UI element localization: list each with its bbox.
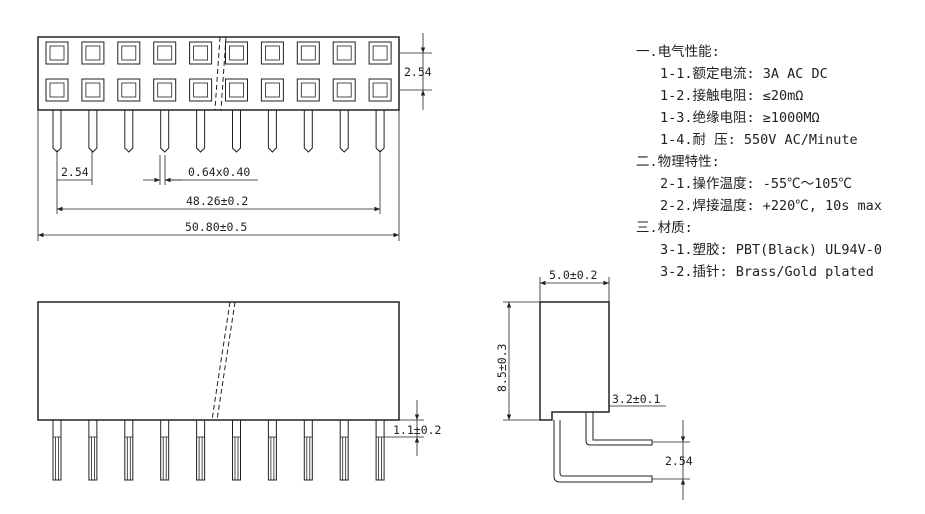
dim-tail-pitch-label: 2.54 <box>665 454 693 468</box>
top-view-body <box>37 36 400 111</box>
contact-cell <box>368 41 392 65</box>
contact-cell <box>117 78 141 102</box>
contact-cell <box>153 41 177 65</box>
dim-pin-stub: 3.2±0.1 <box>609 392 666 407</box>
contact-cell <box>189 41 213 65</box>
pin <box>232 110 241 153</box>
pin <box>52 419 62 481</box>
dim-width-label: 5.0±0.2 <box>549 268 597 282</box>
dim-total-length: 50.80±0.5 <box>37 110 400 241</box>
dim-tail-pitch: 2.54 <box>652 420 693 500</box>
spec-line: 1-1.额定电流: 3A AC DC <box>660 66 828 82</box>
contact-cell <box>81 78 105 102</box>
spec-line: 3-2.插针: Brass/Gold plated <box>660 264 874 280</box>
spec-line: 1-3.绝缘电阻: ≥1000MΩ <box>660 110 820 126</box>
dim-pin-stub-label: 3.2±0.1 <box>612 392 661 406</box>
spec-list: 一.电气性能: 1-1.额定电流: 3A AC DC 1-2.接触电阻: ≤20… <box>636 44 882 280</box>
pin <box>232 419 241 481</box>
dim-height: 8.5±0.3 <box>495 301 540 421</box>
pin <box>339 419 349 481</box>
front-view <box>37 301 400 481</box>
pin <box>52 110 62 153</box>
dim-pin-span: 48.26±0.2 <box>56 150 381 214</box>
contact-cell <box>296 41 320 65</box>
contact-cell <box>189 78 213 102</box>
dim-pin-pitch-label: 2.54 <box>61 165 89 179</box>
front-view-body <box>37 301 400 421</box>
contact-cell <box>225 41 248 65</box>
top-view <box>37 36 400 153</box>
pin <box>160 110 170 153</box>
dim-row-pitch: 2.54 <box>399 33 432 110</box>
pin <box>160 419 170 481</box>
pin <box>339 110 349 153</box>
pin <box>375 110 385 153</box>
contact-cell <box>117 41 141 65</box>
dim-tail-length: 1.1±0.2 <box>384 400 441 456</box>
dim-tail-length-label: 1.1±0.2 <box>393 423 441 437</box>
pin <box>303 110 313 153</box>
dim-total-length-label: 50.80±0.5 <box>185 220 247 234</box>
pin <box>267 419 277 481</box>
spec-line: 2-2.焊接温度: +220℃, 10s max <box>660 197 882 214</box>
pin <box>124 419 134 481</box>
pin <box>196 419 206 481</box>
contact-cell <box>368 78 392 102</box>
spec-line: 三.材质: <box>636 220 693 236</box>
contact-cell <box>260 78 284 102</box>
top-view-pins <box>52 110 385 153</box>
dim-pin-size: 0.64x0.40 <box>143 155 258 185</box>
pin <box>88 419 98 481</box>
contact-cell <box>332 41 356 65</box>
pin <box>196 110 206 153</box>
pin <box>375 419 385 481</box>
contact-cell <box>225 78 248 102</box>
contact-cell <box>260 41 284 65</box>
top-view-contacts <box>45 41 392 102</box>
spec-line: 2-1.操作温度: -55℃～105℃ <box>660 176 852 192</box>
spec-line: 二.物理特性: <box>636 154 720 170</box>
dim-pin-span-label: 48.26±0.2 <box>186 194 248 208</box>
spec-line: 3-1.塑胶: PBT(Black) UL94V-0 <box>660 241 882 258</box>
contact-cell <box>153 78 177 102</box>
spec-line: 1-4.耐 压: 550V AC/Minute <box>660 132 858 148</box>
contact-cell <box>296 78 320 102</box>
contact-cell <box>81 41 105 65</box>
dim-pin-size-label: 0.64x0.40 <box>188 165 250 179</box>
spec-line: 1-2.接触电阻: ≤20mΩ <box>660 87 803 104</box>
dim-width: 5.0±0.2 <box>539 268 610 302</box>
front-view-pins <box>52 419 385 481</box>
contact-cell <box>45 78 69 102</box>
dim-row-pitch-label: 2.54 <box>404 65 432 79</box>
spec-line: 一.电气性能: <box>636 44 720 60</box>
pin <box>88 110 98 153</box>
pin <box>267 110 277 153</box>
pin <box>124 110 134 153</box>
dim-height-label: 8.5±0.3 <box>495 343 509 392</box>
contact-cell <box>45 41 69 65</box>
dim-pin-pitch: 2.54 <box>56 150 93 185</box>
pin <box>303 419 313 481</box>
contact-cell <box>332 78 356 102</box>
